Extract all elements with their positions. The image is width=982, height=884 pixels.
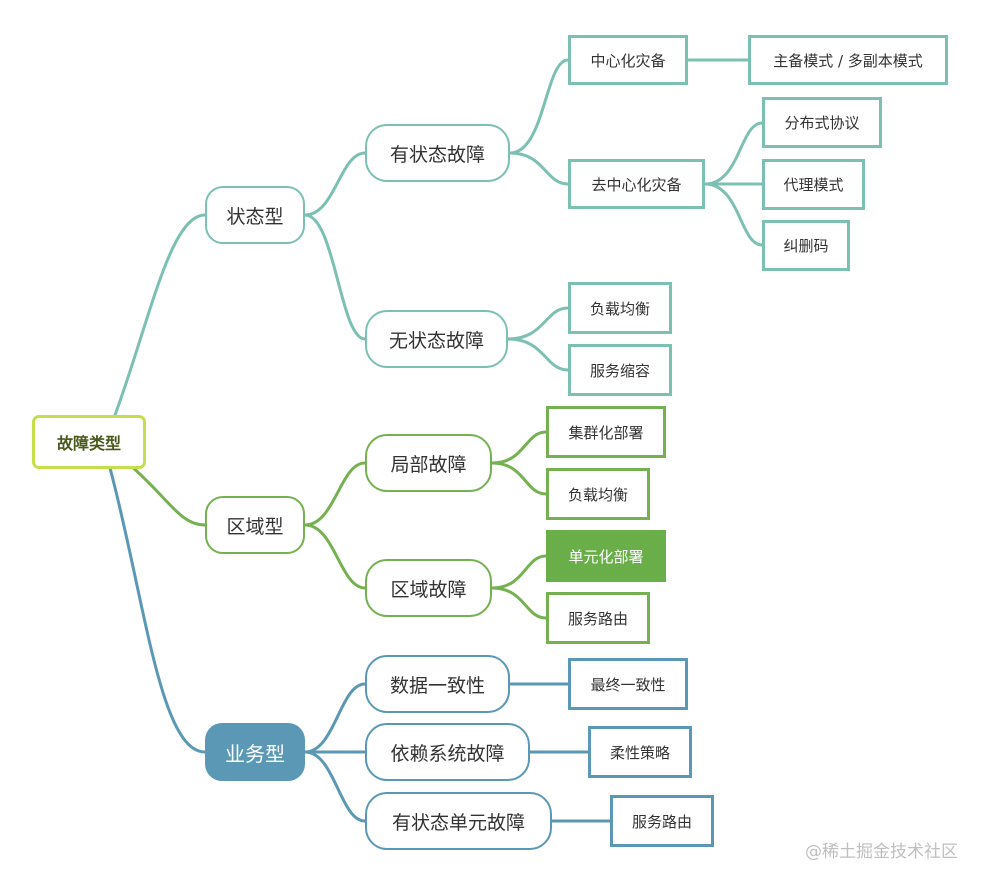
node-zone-fault: 区域故障	[365, 559, 492, 617]
node-load-balance-2: 负载均衡	[546, 468, 650, 520]
node-dependency-fault: 依赖系统故障	[365, 723, 530, 781]
edge-local-cluster	[490, 430, 548, 465]
node-central-dr: 中心化灾备	[568, 35, 688, 85]
branch-business: 业务型	[205, 723, 305, 781]
edge-state-stateless	[303, 213, 367, 341]
edge-root-region	[128, 463, 207, 527]
node-master-standby-mode: 主备模式 / 多副本模式	[748, 35, 948, 85]
node-load-balance: 负载均衡	[568, 282, 672, 334]
edge-stateless-scale	[506, 337, 570, 372]
node-erasure-code: 纠删码	[762, 220, 850, 271]
edge-stateless-lb	[506, 306, 570, 341]
watermark: @稀土掘金技术社区	[805, 842, 958, 862]
node-service-route-2: 服务路由	[610, 795, 714, 847]
node-unit-deploy: 单元化部署	[546, 530, 666, 582]
node-stateful-fault: 有状态故障	[365, 124, 510, 182]
node-decentral-dr: 去中心化灾备	[568, 159, 705, 209]
edge-zone-route	[490, 586, 548, 620]
node-proxy-mode: 代理模式	[762, 159, 865, 210]
edge-business-stateful-unit	[303, 750, 367, 823]
edge-zone-unit	[490, 554, 548, 590]
edge-decentral-erasure	[703, 182, 764, 247]
edge-local-lb	[490, 461, 548, 496]
branch-region: 区域型	[205, 496, 305, 554]
root-node: 故障类型	[32, 415, 146, 469]
edge-stateful-decentral	[508, 151, 570, 186]
node-eventual-consistency: 最终一致性	[568, 658, 688, 710]
edge-decentral-protocol	[703, 121, 764, 186]
branch-state: 状态型	[205, 186, 305, 244]
edge-root-state	[113, 213, 207, 417]
node-service-route: 服务路由	[546, 592, 650, 644]
edge-state-stateful	[303, 151, 367, 217]
node-local-fault: 局部故障	[365, 434, 492, 492]
edge-region-local	[303, 461, 367, 527]
node-flexible-strategy: 柔性策略	[588, 726, 692, 778]
node-stateful-unit-fault: 有状态单元故障	[365, 792, 552, 850]
node-service-scale-down: 服务缩容	[568, 344, 672, 396]
node-distributed-protocol: 分布式协议	[762, 97, 882, 148]
edge-root-business	[108, 466, 207, 754]
node-data-consistency: 数据一致性	[365, 655, 510, 713]
edge-business-consistency	[303, 682, 367, 754]
node-stateless-fault: 无状态故障	[365, 310, 508, 368]
edge-region-zone	[303, 523, 367, 590]
edge-stateful-central	[508, 58, 570, 155]
node-cluster-deploy: 集群化部署	[546, 406, 666, 458]
